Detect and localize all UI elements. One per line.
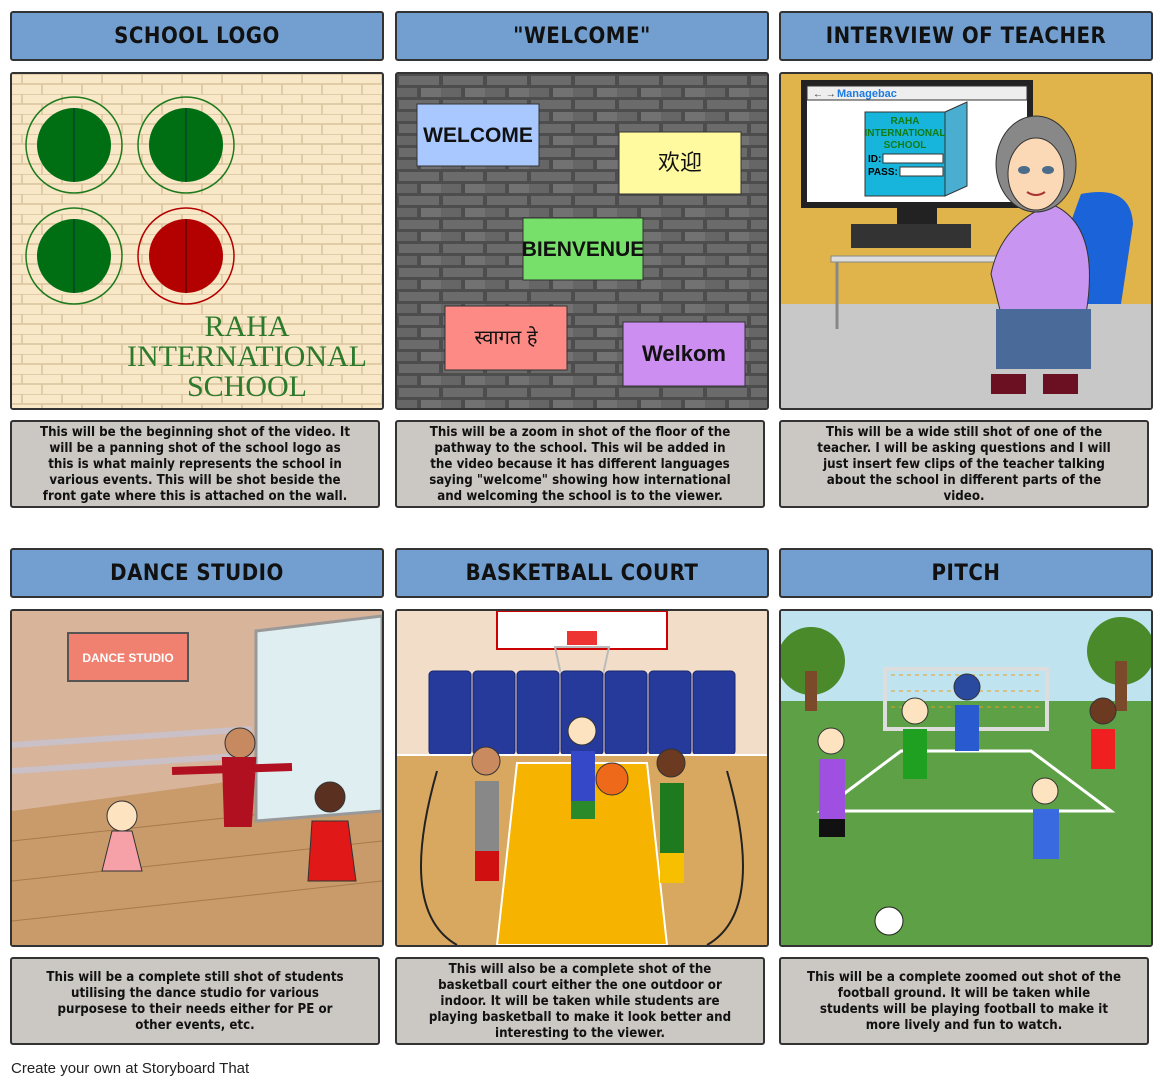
storyboard-that-credit[interactable]: Create your own at Storyboard That	[11, 1060, 250, 1077]
sign-welkom: Welkom	[622, 321, 746, 387]
svg-text:स्वागत हे: स्वागत हे	[475, 326, 538, 349]
panel-description: This will be a complete zoomed out shot …	[779, 957, 1149, 1045]
logo-text-international: INTERNATIONAL	[127, 340, 367, 373]
svg-text:← →: ← →	[813, 89, 836, 100]
svg-text:PASS:: PASS:	[868, 167, 898, 178]
panel-title: BASKETBALL COURT	[395, 548, 769, 598]
panel-description: This will be a zoom in shot of the floor…	[395, 420, 765, 508]
screen-app-name: Managebac	[837, 88, 897, 100]
panel-title: SCHOOL LOGO	[10, 11, 384, 61]
panel-title: "WELCOME"	[395, 11, 769, 61]
logo-circles	[25, 96, 235, 305]
svg-text:ID:: ID:	[868, 154, 881, 165]
panel-description: This will be the beginning shot of the v…	[10, 420, 380, 508]
scene-basketball-court	[395, 609, 769, 947]
logo-text-raha: RAHA	[204, 310, 289, 343]
panel-title: INTERVIEW OF TEACHER	[779, 11, 1153, 61]
scene-school-logo: RAHA INTERNATIONAL SCHOOL	[10, 72, 384, 410]
sign-bienvenue: BIENVENUE	[522, 217, 645, 281]
svg-text:RAHA: RAHA	[891, 116, 920, 127]
sign-welcome: WELCOME	[416, 103, 540, 167]
svg-text:WELCOME: WELCOME	[423, 124, 533, 147]
sign-chinese: 欢迎	[618, 131, 742, 195]
scene-teacher: ← → Managebac RAHA INTERNATIONAL SCHOOL …	[779, 72, 1153, 410]
panel-description: This will also be a complete shot of the…	[395, 957, 765, 1045]
scene-dance-studio: DANCE STUDIO	[10, 609, 384, 947]
panel-title: PITCH	[779, 548, 1153, 598]
svg-text:BIENVENUE: BIENVENUE	[522, 238, 645, 261]
scene-welcome-wall: WELCOME 欢迎 BIENVENUE स्वागत हे Welkom	[395, 72, 769, 410]
sign-hindi: स्वागत हे	[444, 305, 568, 371]
svg-text:INTERNATIONAL: INTERNATIONAL	[865, 128, 946, 139]
scene-football-pitch	[779, 609, 1153, 947]
svg-text:SCHOOL: SCHOOL	[884, 140, 927, 151]
logo-text-school: SCHOOL	[187, 370, 307, 403]
svg-text:欢迎: 欢迎	[658, 150, 702, 175]
panel-description: This will be a wide still shot of one of…	[779, 420, 1149, 508]
dance-studio-sign: DANCE STUDIO	[82, 651, 173, 665]
svg-text:Welkom: Welkom	[642, 341, 726, 366]
panel-title: DANCE STUDIO	[10, 548, 384, 598]
panel-description: This will be a complete still shot of st…	[10, 957, 380, 1045]
